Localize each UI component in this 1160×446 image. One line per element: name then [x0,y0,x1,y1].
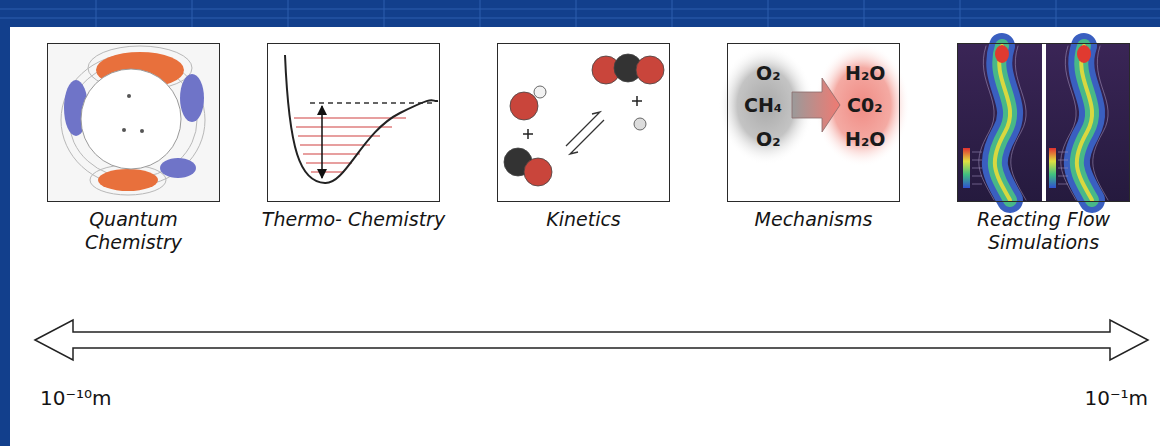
molecules [504,54,664,186]
plus-signs [523,96,642,139]
equilibrium-arrows [566,112,604,154]
stage-box: Thermo- Chemistry [267,43,440,202]
stage-caption: Thermo- Chemistry [259,208,449,231]
chemical-formula: O₂ [756,128,780,150]
potential-well [285,55,438,183]
stage-box: Reacting Flow Simulations [957,43,1130,202]
chemical-formula: C0₂ [847,94,883,116]
chemical-formula: O₂ [756,62,780,84]
chemical-formula: CH₄ [744,94,782,116]
stage-box: Kinetics [497,43,670,202]
mechanism-picture [718,43,910,167]
stage-box: Quantum Chemistry [47,43,220,202]
chemical-formula: H₂O [845,128,885,150]
frame-grid [0,0,1160,27]
stage-box: MechanismsO₂CH₄O₂H₂OC0₂H₂O [727,43,900,202]
stage-caption: Quantum Chemistry [39,208,229,254]
stage-caption: Kinetics [489,208,679,231]
scale-label: 10⁻¹m [1084,386,1148,410]
orbital-picture [48,44,219,201]
scale-arrow [35,320,1148,360]
white-panel [10,27,1160,446]
stage-caption: Mechanisms [719,208,909,231]
chemical-formula: H₂O [845,62,885,84]
flow-simulation [958,44,1129,201]
stage-caption: Reacting Flow Simulations [949,208,1139,254]
scale-label: 10⁻¹⁰m [40,386,112,410]
